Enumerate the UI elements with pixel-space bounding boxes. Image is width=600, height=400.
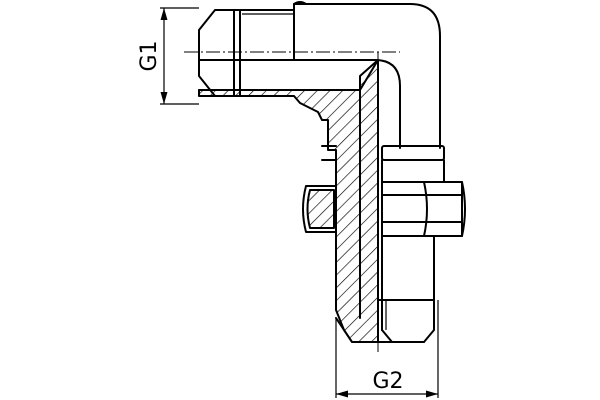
dimension-label-g2: G2 [372,369,403,394]
vertical-flare-end [377,235,435,343]
hex-nut [302,181,466,237]
dimension-g2: G2 [335,300,439,398]
dimension-label-g1: G1 [137,40,162,71]
elbow-section [198,59,379,343]
collar-ring [321,145,445,183]
elbow-body [293,1,441,149]
horizontal-flare-end [198,3,376,97]
centre-lines [184,51,400,352]
dimension-g1: G1 [137,7,199,105]
